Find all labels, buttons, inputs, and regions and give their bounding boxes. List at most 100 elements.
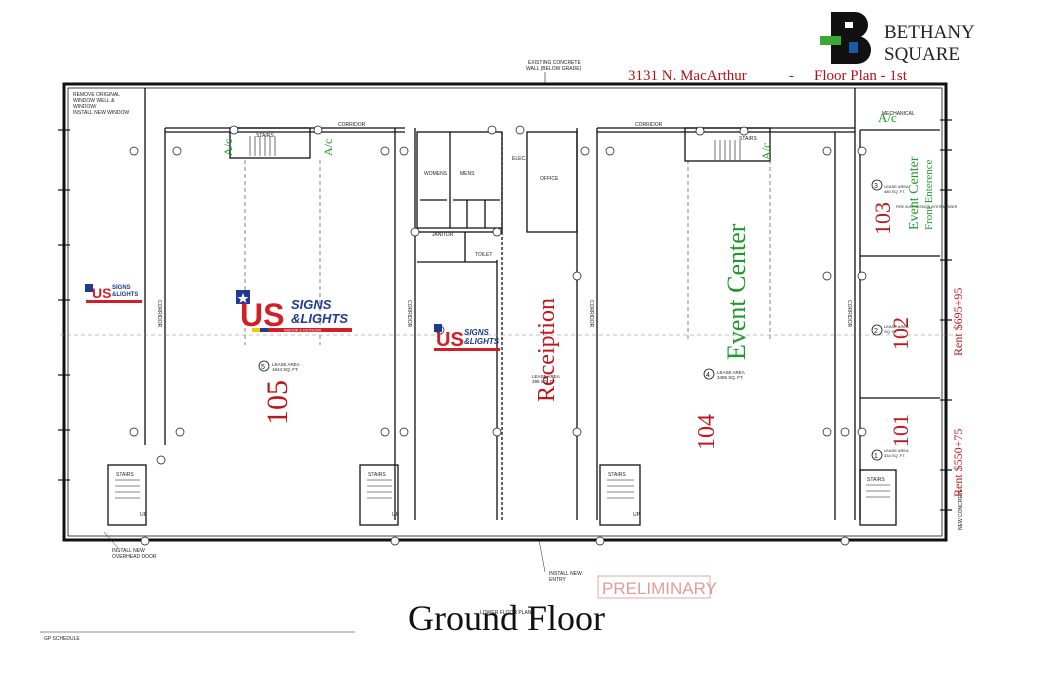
room-104: 104 xyxy=(694,414,720,450)
label-fire: FIRE SUPPRESSION SYSTEM RISER xyxy=(896,205,958,209)
stair-treads xyxy=(115,136,890,499)
lease-area-101: 334 SQ. FT. xyxy=(884,453,905,458)
existing-wall-note-2: WALL (BELOW GRADE) xyxy=(526,66,582,72)
building-outline xyxy=(58,82,952,542)
room-101: 101 xyxy=(888,414,913,447)
interior-walls xyxy=(107,88,940,526)
lease-area-105: 1644 SQ. FT. xyxy=(272,367,299,372)
note-entry-2: ENTRY xyxy=(549,577,567,583)
us-brand-small: US xyxy=(92,285,111,301)
logo-line-1: BETHANY xyxy=(884,22,975,43)
rent-102: Rent $695+95 xyxy=(951,288,965,356)
circle-104: 4 xyxy=(706,372,710,379)
label-toilet: TOILET xyxy=(475,252,492,258)
us-line1-medium: SIGNS xyxy=(464,328,490,337)
us-line1-small: SIGNS xyxy=(112,285,131,291)
note-overhead-1: INSTALL NEW xyxy=(112,548,145,554)
ground-floor-title: Ground Floor xyxy=(408,598,605,638)
logo-green-block xyxy=(820,36,841,45)
label-up-1: UP xyxy=(140,512,148,518)
ac-label-2: A/c xyxy=(321,139,335,156)
bethany-square-logo: BETHANY SQUARE xyxy=(820,12,975,65)
logo-line-2: SQUARE xyxy=(884,44,960,65)
preliminary-stamp: PRELIMINARY xyxy=(597,575,717,599)
circle-103: 3 xyxy=(874,183,878,190)
label-corridor-v3: CORRIDOR xyxy=(588,300,594,328)
label-office: OFFICE xyxy=(540,176,559,182)
label-corridor-v4: CORRIDOR xyxy=(846,300,852,328)
us-signs-logo-large: US SIGNS &LIGHTS INDOOR & OUTDOOR xyxy=(236,290,352,333)
note-window-2: WINDOW WELL & xyxy=(73,98,115,104)
note-window-3: WINDOW/ xyxy=(73,104,97,110)
label-corridor-top-1: CORRIDOR xyxy=(338,122,366,128)
us-line2-medium: &LIGHTS xyxy=(464,337,500,346)
us-brand-large: US xyxy=(240,297,284,333)
label-stairs-5: STAIRS xyxy=(608,472,626,478)
label-mechanical: MECHANICAL xyxy=(882,111,915,117)
front-entrance: Front Enterence xyxy=(923,159,935,230)
label-stairs-1: STAIRS xyxy=(256,133,274,139)
label-mens: MENS xyxy=(460,171,475,177)
plan-title: Floor Plan - 1st xyxy=(814,68,908,84)
dashed-guides xyxy=(60,160,960,345)
us-signs-logo-small: US SIGNS &LIGHTS xyxy=(85,284,142,303)
circle-105: 5 xyxy=(261,364,265,371)
lease-area-103: 480 SQ. FT. xyxy=(884,189,905,194)
lease-area-receipt: 396 SQ. FT. xyxy=(532,379,556,384)
door-markers xyxy=(129,125,867,546)
us-line1-large: SIGNS xyxy=(291,297,332,312)
circle-102: 2 xyxy=(874,328,878,335)
label-stairs-6: STAIRS xyxy=(867,477,885,483)
label-stairs-3: STAIRS xyxy=(116,472,134,478)
room-103: 103 xyxy=(870,202,895,235)
room-receiption: Receiption xyxy=(534,298,560,402)
label-stairs-2: STAIRS xyxy=(739,136,757,142)
room-105: 105 xyxy=(261,380,294,425)
preliminary-text: PRELIMINARY xyxy=(602,579,717,598)
ac-label-4: A/c xyxy=(878,110,897,125)
lease-label-105: LEASE AREA xyxy=(272,362,300,367)
note-bottom-left: GP SCHEDULE xyxy=(44,636,80,642)
note-lower-plan: LOWER FLOOR PLAN xyxy=(480,610,532,616)
label-corridor-v1: CORRIDOR xyxy=(156,300,162,328)
address-title: 3131 N. MacArthur xyxy=(628,68,747,84)
header-separator: - xyxy=(789,68,794,84)
note-window-1: REMOVE ORIGINAL xyxy=(73,92,120,98)
logo-blue-block xyxy=(849,42,858,53)
note-entry-1: INSTALL NEW xyxy=(549,571,582,577)
us-signs-logo-medium: US SIGNS &LIGHTS xyxy=(434,324,500,351)
circle-101: 1 xyxy=(874,453,878,460)
lease-area-104: 3496 SQ. FT. xyxy=(717,375,744,380)
ac-label-1: A/c xyxy=(221,139,235,156)
label-janitor: JANITOR xyxy=(432,232,454,238)
existing-wall-note-1: EXISTING CONCRETE xyxy=(528,60,581,66)
us-tag-large: INDOOR & OUTDOOR xyxy=(284,328,322,332)
note-window-4: INSTALL NEW WINDOW xyxy=(73,110,129,116)
lease-label-103: LEASE AREA xyxy=(884,184,909,189)
us-line2-large: &LIGHTS xyxy=(291,311,348,326)
lease-label-101: LEASE AREA xyxy=(884,448,909,453)
lease-label-receipt: LEASE AREA xyxy=(532,374,560,379)
note-concrete: NEW CONCRETE xyxy=(958,488,964,530)
us-brand-medium: US xyxy=(436,329,464,351)
lease-label-104: LEASE AREA xyxy=(717,370,745,375)
lease-label-102: LEASE AREA xyxy=(884,324,909,329)
lease-area-102: SQ. FT. xyxy=(884,329,898,334)
label-corridor-v2: CORRIDOR xyxy=(406,300,412,328)
room-event-center-small: Event Center xyxy=(907,156,922,230)
label-up-3: UP xyxy=(633,512,641,518)
label-womens: WOMENS xyxy=(424,171,448,177)
ac-label-3: A/c xyxy=(759,143,773,160)
rent-101: Rent $550+75 xyxy=(951,429,965,497)
us-line2-small: &LIGHTS xyxy=(112,292,138,298)
lease-markers: 5 LEASE AREA 1644 SQ. FT. 4 LEASE AREA 3… xyxy=(258,179,909,461)
room-labels: 105 104 103 102 101 Receiption xyxy=(261,202,913,450)
label-corridor-top-2: CORRIDOR xyxy=(635,122,663,128)
label-stairs-4: STAIRS xyxy=(368,472,386,478)
label-elec: ELEC. xyxy=(512,156,526,162)
label-up-2: UP xyxy=(392,512,400,518)
room-102: 102 xyxy=(888,317,913,350)
room-event-center: Event Center xyxy=(722,223,751,360)
note-overhead-2: OVERHEAD DOOR xyxy=(112,554,157,560)
